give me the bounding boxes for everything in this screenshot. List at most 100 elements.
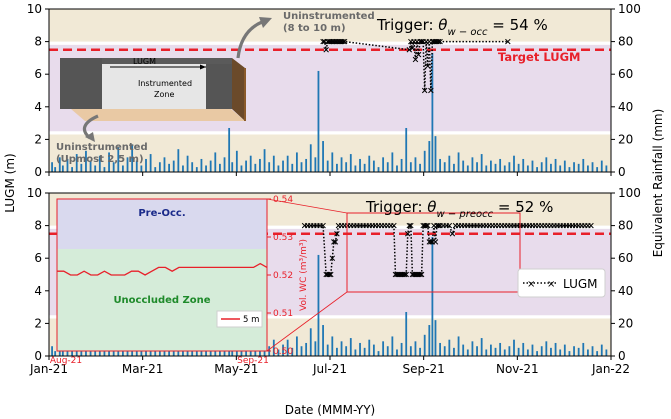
rain-bar [405,311,408,356]
rain-bar [268,162,271,172]
rain-bar [182,165,184,172]
rain-bar [462,160,465,172]
inset-wc-line [57,262,268,276]
rain-bar [300,162,303,172]
rain-bar [400,158,403,172]
rain-bar [231,162,234,172]
rain-bar [526,165,529,172]
rain-bar [209,160,212,172]
rain-bar [326,160,329,172]
y-tick-label-right: 0 [618,349,626,363]
lugm-marker [425,63,431,69]
rain-bar [228,127,231,172]
rain-bar [434,320,437,356]
rain-bar [423,150,426,172]
rain-bar [513,339,515,356]
rain-bar [359,342,361,356]
rain-bar [168,163,170,172]
y-tick-label-left: 0 [34,349,42,363]
rain-bar [443,162,446,172]
rain-bar [172,160,175,172]
zoom-connector-top [266,198,348,214]
rain-bar [453,163,455,172]
inset-x-start: Aug-21 [50,356,82,366]
rain-bar [305,158,308,172]
rain-bar [577,163,580,172]
rain-bar [66,158,69,172]
uninstr-top-arrow [236,20,263,59]
rain-bar [322,141,324,172]
x-tick-label: May-21 [214,362,258,376]
lugm-marker [412,56,419,63]
rain-bar [71,351,73,356]
panel-top-x-ticks [48,172,612,176]
rain-bar [596,351,599,356]
rain-bar [419,347,421,356]
rain-bar [108,152,110,172]
y-tick-label-right: 40 [618,284,633,298]
rain-bar [545,341,548,356]
lugm-marker [401,271,408,278]
lugm-marker [421,87,428,94]
rain-bar [382,157,385,172]
y-tick-label-right: 0 [618,165,626,179]
lugm-marker [435,38,442,45]
rain-bar [434,136,437,172]
rain-bar [354,165,357,172]
rain-bar [400,342,403,356]
rain-bar [377,167,380,172]
y-tick-label-left: 0 [34,165,42,179]
rain-bar [368,155,371,172]
rain-bar [71,167,73,172]
rain-bar [340,157,343,172]
lugm-marker [406,222,413,229]
schematic-lugm-label: LUGM [133,57,156,66]
rain-bar [550,163,552,172]
y-tick-label-right: 100 [618,2,641,16]
y-tick-label-left: 6 [34,67,42,81]
rain-bar [177,149,180,172]
x-tick-label: Jul-21 [312,362,347,376]
inset-y-tick-label: 0.53 [273,233,293,243]
rain-bar [354,349,357,356]
lugm-marker [340,38,346,45]
rain-bar [219,163,221,172]
svg-text:×: × [547,279,555,290]
rain-bar [277,349,280,356]
inset-y-label: Vol. WC (m³/m³) [299,239,309,311]
rain-bar [291,163,294,172]
rain-bar [126,157,129,172]
rain-bar [317,254,320,356]
rain-bar [573,346,575,356]
rain-bar [559,165,562,172]
rain-bar [112,162,115,172]
rain-bar [340,341,343,356]
lugm-marker [415,51,422,58]
rain-bar [205,165,207,172]
rain-bar [428,141,431,172]
lugm-marker [588,222,594,229]
rain-bar [363,163,366,172]
rain-bar [345,162,348,172]
lugm-marker [428,239,434,245]
zoom-box [346,212,521,293]
legend: × × LUGM [517,268,606,298]
inset: 0.500.510.520.530.54 Pre-Occ. Unoccluded… [50,195,309,366]
rain-bar [605,165,608,172]
y-tick-label-right: 60 [618,251,633,265]
rain-bar [205,349,207,356]
rain-bar [531,160,534,172]
rain-bar [182,349,184,356]
rain-bar [214,152,217,172]
rain-bar [149,154,152,172]
x-tick-label: Mar-21 [122,362,163,376]
rain-bar [326,344,329,356]
rain-bar [131,144,134,172]
rain-bar [499,342,502,356]
rain-bar [431,53,434,172]
rain-bar [372,160,375,172]
rain-bar [382,341,385,356]
rain-bar [219,347,221,356]
